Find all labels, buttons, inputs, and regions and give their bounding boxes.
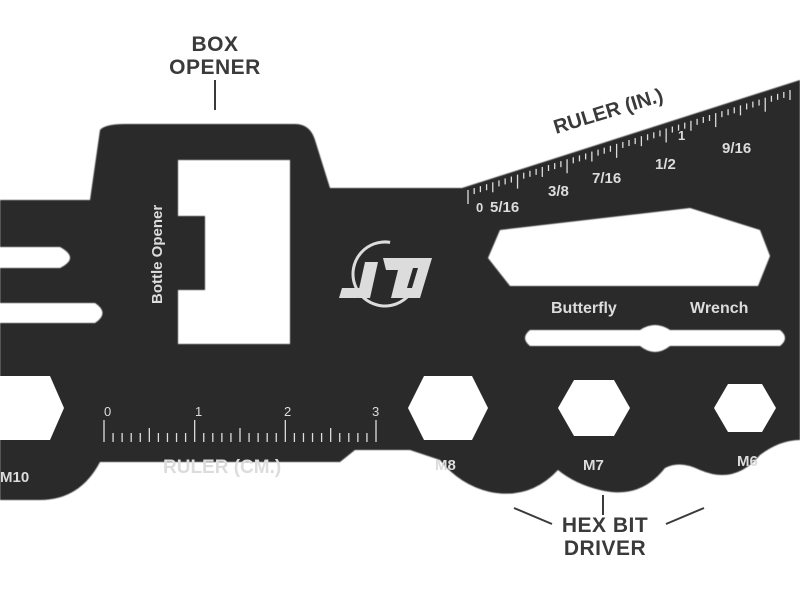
inch-label-9-16: 9/16 [722,140,751,157]
brand-logo-icon [339,240,432,308]
hex-hole-m8 [408,376,488,440]
hex-bit-driver-callout: HEX BIT DRIVER [525,514,685,560]
hex-holes [0,376,776,440]
cm-ruler-labels: 0 1 2 3 [104,404,379,419]
inch-label-5-16: 5/16 [490,199,519,216]
wrench-engraving: Wrench [690,300,748,317]
ruler-cm-caption: RULER (CM.) [163,457,281,478]
butterfly-engraving: Butterfly [551,300,617,317]
hex-label-m6: M6 [737,453,758,470]
leader-lines [214,80,705,525]
hex-hole-m10 [0,376,64,440]
cm-label-3: 3 [372,404,379,419]
hex-leader-left [513,507,553,525]
cm-label-2: 2 [284,404,291,419]
hex-hole-m7 [558,380,630,436]
hex-hole-m6 [714,384,776,432]
inch-label-0: 0 [476,200,483,215]
inch-ruler-ticks [467,90,791,204]
hex-size-labels: M10 M8 M7 M6 [0,453,758,486]
hex-bit-line-2: DRIVER [563,537,647,560]
hex-label-m8: M8 [435,457,456,474]
inch-label-7-16: 7/16 [592,170,621,187]
hex-bit-line-1: HEX BIT [561,514,649,537]
inch-label-3-8: 3/8 [548,183,569,200]
hex-leader-right [665,507,705,525]
inch-ruler-labels: 0 5/16 3/8 7/16 1/2 9/16 1 [476,128,751,216]
box-opener-line-2: OPENER [169,56,261,79]
inch-label-1-2: 1/2 [655,156,676,173]
hex-label-m10: M10 [0,469,29,486]
hex-label-m7: M7 [583,457,604,474]
cm-label-1: 1 [195,404,202,419]
cm-ruler-ticks [103,420,377,442]
box-opener-callout: BOX OPENER [150,33,280,79]
box-opener-line-1: BOX [191,33,239,56]
cm-label-0: 0 [104,404,111,419]
bottle-opener-engraving: Bottle Opener [149,205,166,304]
inch-label-1: 1 [678,128,685,143]
